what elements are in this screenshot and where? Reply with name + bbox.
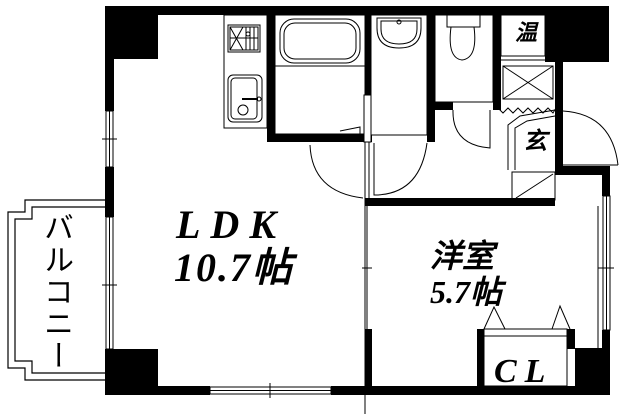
entrance-area [497, 14, 619, 201]
toilet [434, 14, 494, 149]
room-size-western: 5.7帖 [430, 274, 503, 310]
toilet-icon [446, 14, 481, 61]
room-size-ldk: 10.7帖 [174, 245, 294, 290]
closet-label: CL [494, 353, 554, 390]
door-swing-ldk [309, 142, 370, 414]
balcony [7, 199, 105, 381]
washbasin-icon [376, 17, 422, 49]
windows [102, 110, 614, 398]
entrance-label: 玄 [523, 129, 547, 155]
interior-walls [267, 6, 575, 389]
balcony-label: バルコニー [38, 212, 73, 372]
stove-icon [227, 24, 261, 53]
room-label-ldk: LDK [176, 202, 286, 247]
room-label-western: 洋室 [430, 238, 495, 274]
shoe-cabinet-icon [502, 65, 554, 100]
water-heater-label: 温 [515, 20, 538, 45]
bathroom [274, 14, 366, 135]
western-room [362, 206, 605, 388]
kitchen-counter [223, 14, 268, 129]
washroom [363, 14, 428, 196]
sink-icon [227, 74, 263, 123]
